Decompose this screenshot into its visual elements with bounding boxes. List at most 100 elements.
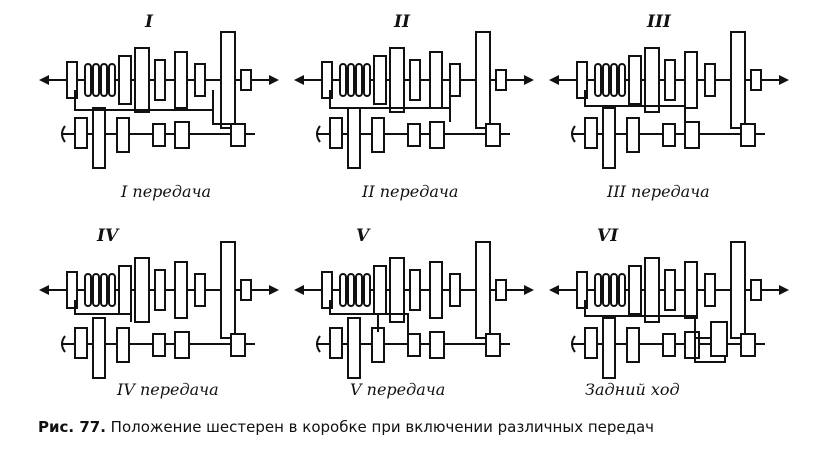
shaft-bearing (61, 125, 66, 143)
gear (66, 271, 78, 309)
clutch-rib (347, 273, 355, 307)
gear (730, 241, 746, 339)
gear (429, 51, 443, 109)
clutch-rib (84, 63, 92, 97)
gearbox-schematic (294, 241, 534, 379)
gearbox-panel-5: V V передача (290, 222, 550, 422)
gear (409, 59, 421, 101)
shaft-bearing (571, 335, 576, 353)
shaft-bearing (316, 125, 321, 143)
gear (710, 321, 728, 357)
gear (409, 269, 421, 311)
panel-numeral: VI (597, 226, 619, 246)
gear (174, 121, 190, 149)
gear (740, 123, 756, 147)
gear (684, 261, 698, 319)
gear (220, 31, 236, 129)
power-path (74, 300, 132, 322)
gear (134, 47, 150, 113)
gearbox-panel-3: III III передача (545, 12, 805, 212)
clutch-rib (355, 63, 363, 97)
gear (475, 241, 491, 339)
input-arrow (549, 75, 559, 85)
gear (449, 63, 461, 97)
clutch-rib (594, 273, 602, 307)
gear (116, 117, 130, 153)
gear (371, 117, 385, 153)
gear (429, 331, 445, 359)
output-arrow (269, 285, 279, 295)
output-arrow (779, 75, 789, 85)
gear (220, 241, 236, 339)
gear (118, 55, 132, 105)
gear (750, 69, 762, 91)
clutch-rib (610, 63, 618, 97)
power-path (584, 90, 686, 122)
shaft-bearing (61, 335, 66, 353)
panel-label: Задний ход (585, 380, 680, 399)
input-arrow (39, 285, 49, 295)
figure-caption: Рис. 77. Положение шестерен в коробке пр… (38, 418, 808, 436)
gearbox-panel-1: I I передача (35, 12, 295, 212)
gear (740, 333, 756, 357)
clutch-rib (618, 63, 626, 97)
clutch-rib (100, 273, 108, 307)
gear (230, 123, 246, 147)
gear (429, 121, 445, 149)
gear (644, 257, 660, 323)
gear (602, 107, 616, 169)
caption-figure-label: Рис. 77. (38, 418, 106, 436)
gearbox-schematic (39, 241, 279, 379)
output-arrow (524, 75, 534, 85)
input-arrow (294, 285, 304, 295)
gear (584, 117, 598, 149)
panel-label: V передача (350, 380, 446, 399)
gearbox-schematic (39, 31, 279, 169)
gearbox-schematic (549, 241, 789, 379)
gear (704, 63, 716, 97)
gear (240, 279, 252, 301)
gear (373, 55, 387, 105)
gear (389, 257, 405, 323)
shaft-bearing (316, 335, 321, 353)
gear (154, 269, 166, 311)
gear (449, 273, 461, 307)
panel-numeral: V (356, 226, 370, 246)
panel-numeral: II (394, 12, 410, 32)
panel-numeral: III (647, 12, 671, 32)
gear (662, 333, 676, 357)
power-path (329, 300, 409, 334)
gear (475, 31, 491, 129)
panel-numeral: I (145, 12, 153, 32)
output-arrow (524, 285, 534, 295)
gear (684, 51, 698, 109)
panel-label: IV передача (117, 380, 219, 399)
gear (644, 47, 660, 113)
gear (662, 123, 676, 147)
clutch-rib (347, 63, 355, 97)
panel-label: II передача (362, 182, 459, 201)
gearbox-panel-6: VI Задний ход (545, 222, 805, 422)
gear (750, 279, 762, 301)
clutch-rib (92, 273, 100, 307)
gear (92, 317, 106, 379)
gear (66, 61, 78, 99)
gear (495, 69, 507, 91)
gear (152, 333, 166, 357)
gear (174, 331, 190, 359)
clutch-rib (602, 273, 610, 307)
clutch-rib (100, 63, 108, 97)
clutch-rib (363, 63, 371, 97)
gear (576, 271, 588, 309)
shaft-bearing (571, 125, 576, 143)
clutch-rib (92, 63, 100, 97)
gear (373, 265, 387, 315)
panel-numeral: IV (97, 226, 119, 246)
gearbox-panel-2: II II передача (290, 12, 550, 212)
gear (626, 327, 640, 363)
gear (194, 273, 206, 307)
gear (116, 327, 130, 363)
gear (154, 59, 166, 101)
gear (321, 61, 333, 99)
gear (74, 327, 88, 359)
